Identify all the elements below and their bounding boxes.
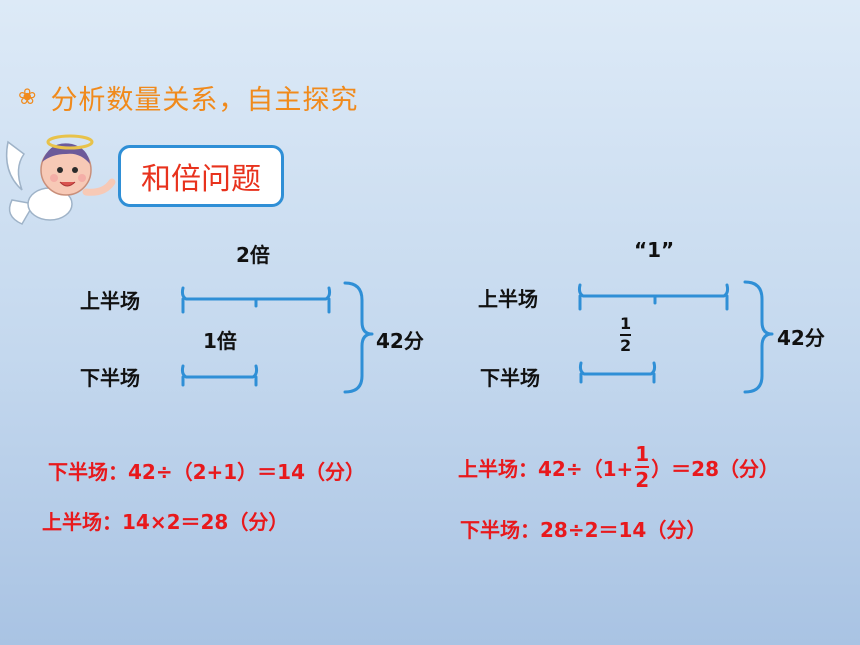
section-header: ❀ 分析数量关系，自主探究 [18, 78, 358, 117]
left-row2-label: 下半场 [80, 366, 140, 390]
right-top-label: “1” [634, 238, 675, 262]
left-bottom-bracket [180, 364, 259, 387]
right-formula-1: 上半场：42÷（1+ 1 2 ）＝28（分） [458, 444, 779, 490]
right-formula-fraction-numerator: 1 [635, 442, 650, 466]
right-total-label: 42分 [777, 326, 825, 350]
left-top-bracket [180, 286, 332, 314]
right-formula-1-fraction: 1 2 [635, 442, 650, 492]
left-total-label: 42分 [376, 329, 424, 353]
fraction-bar [620, 334, 632, 336]
topic-label-box: 和倍问题 [118, 145, 284, 207]
right-row1-label: 上半场 [478, 287, 538, 311]
flower-icon: ❀ [18, 84, 37, 110]
angel-mascot-icon [5, 134, 116, 225]
right-row2-label: 下半场 [480, 366, 540, 390]
right-formula-1-prefix: 上半场：42÷（1+ [458, 456, 634, 481]
right-bottom-bracket [578, 361, 657, 384]
right-formula-2: 下半场：28÷2＝14（分） [460, 518, 707, 542]
left-middle-label: 1倍 [203, 329, 237, 353]
right-formula-fraction-denominator: 2 [635, 468, 650, 492]
right-fraction-numerator: 1 [620, 314, 632, 333]
right-fraction-denominator: 2 [620, 336, 632, 355]
right-total-brace [743, 280, 774, 394]
left-total-brace [343, 281, 374, 394]
right-formula-1-suffix: ）＝28（分） [651, 456, 780, 481]
right-top-bracket [577, 283, 730, 311]
left-row1-label: 上半场 [80, 289, 140, 313]
right-middle-fraction: 1 2 [620, 314, 632, 355]
left-formula-2: 上半场：14×2＝28（分） [42, 510, 289, 534]
section-title: 分析数量关系，自主探究 [50, 85, 359, 116]
left-top-label: 2倍 [236, 243, 270, 267]
left-formula-1: 下半场：42÷（2+1）＝14（分） [48, 460, 366, 484]
fraction-bar [635, 466, 650, 468]
